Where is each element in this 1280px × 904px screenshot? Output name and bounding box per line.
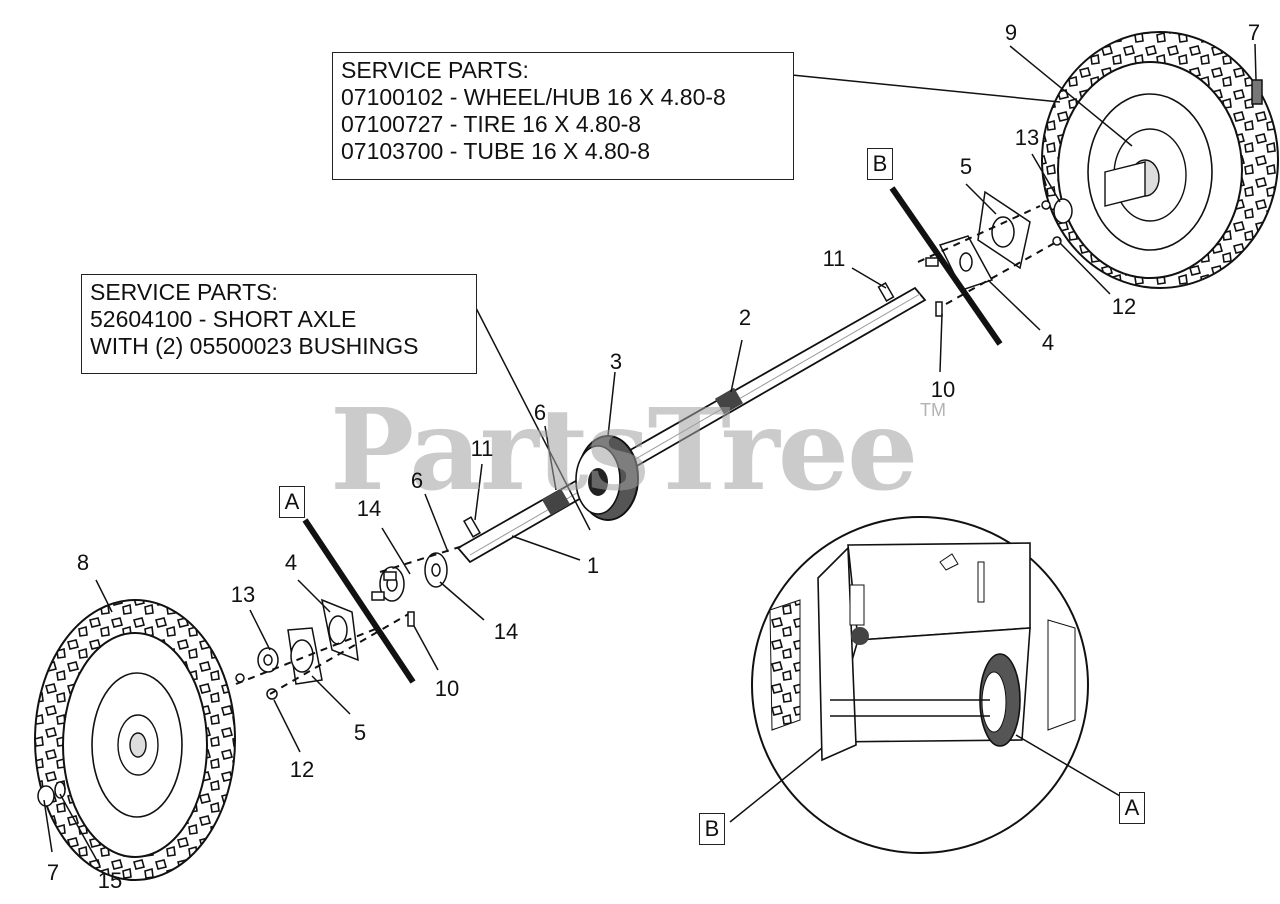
part-number-3: 3: [609, 349, 623, 374]
part-number-5-right: 5: [959, 154, 973, 179]
callout-heading: SERVICE PARTS:: [90, 279, 278, 305]
section-label-a-inset: A: [1119, 792, 1145, 824]
inset-detail: [729, 516, 1121, 854]
part-number-12-right: 12: [1111, 294, 1137, 319]
axle-service-parts-callout: SERVICE PARTS: 52604100 - SHORT AXLE WIT…: [81, 274, 477, 374]
section-label-b-top: B: [867, 148, 893, 180]
part-number-4-right: 4: [1041, 330, 1055, 355]
watermark: PartsTree: [330, 385, 918, 516]
part-number-5-left: 5: [353, 720, 367, 745]
part-number-11-left: 11: [470, 436, 494, 461]
section-line-a: [302, 518, 416, 684]
callout-line: 07103700 - TUBE 16 X 4.80-8: [341, 138, 651, 164]
callout-line: 52604100 - SHORT AXLE: [90, 306, 357, 332]
part-number-8: 8: [76, 550, 90, 575]
callout-line: 07100102 - WHEEL/HUB 16 X 4.80-8: [341, 84, 726, 110]
callout-line: WITH (2) 05500023 BUSHINGS: [90, 333, 419, 359]
part-number-6-lower: 6: [410, 468, 424, 493]
part-number-10-left: 10: [434, 676, 460, 701]
section-label-b-inset: B: [699, 813, 725, 845]
part-number-11-right: 11: [822, 246, 846, 271]
part-number-12-left: 12: [289, 757, 315, 782]
right-wheel-9: [1041, 31, 1279, 289]
axle-shaft: [456, 286, 927, 564]
right-hardware: [938, 79, 1263, 291]
part-number-15: 15: [97, 868, 123, 893]
part-number-2: 2: [738, 305, 752, 330]
pins: [371, 257, 943, 627]
left-hardware: [37, 552, 448, 807]
trademark-mark: TM: [920, 400, 946, 420]
part-number-1: 1: [586, 553, 600, 578]
part-number-7-right: 7: [1247, 20, 1261, 45]
leader-lines: [43, 43, 1257, 867]
section-label-a-top: A: [279, 486, 305, 518]
wheel-service-parts-callout: SERVICE PARTS: 07100102 - WHEEL/HUB 16 X…: [332, 52, 794, 180]
part-number-14-upper: 14: [356, 496, 382, 521]
part-number-4-left: 4: [284, 550, 298, 575]
gear-3: [575, 435, 639, 521]
callout-heading: SERVICE PARTS:: [341, 57, 529, 83]
part-number-6-upper: 6: [533, 400, 547, 425]
alignment-lines: [235, 205, 1061, 695]
part-number-13-left: 13: [230, 582, 256, 607]
part-number-7-left: 7: [46, 860, 60, 885]
callout-line: 07100727 - TIRE 16 X 4.80-8: [341, 111, 642, 137]
part-number-13-right: 13: [1014, 125, 1040, 150]
part-number-14-lower: 14: [493, 619, 519, 644]
part-number-9: 9: [1004, 20, 1018, 45]
section-line-b: [889, 186, 1003, 346]
left-wheel-8: [34, 599, 236, 881]
part-number-10-right: 10: [930, 377, 956, 402]
